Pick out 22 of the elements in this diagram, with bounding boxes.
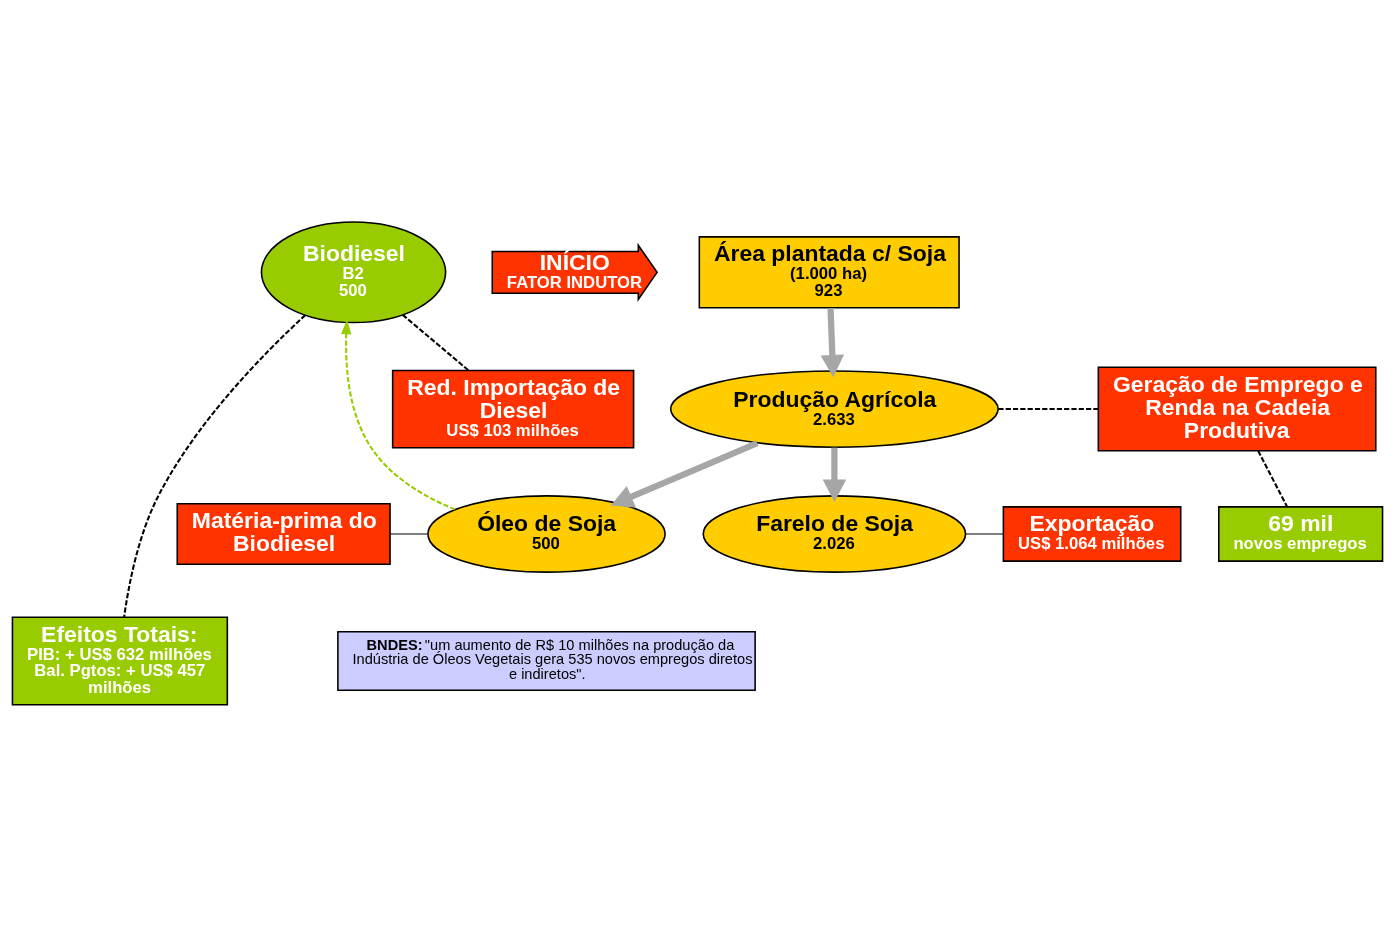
node-box: 69 mil novos empregos [1218, 506, 1384, 562]
node-ellipse: Óleo de Soja 500 [427, 495, 666, 573]
node-box: Efeitos Totais: PIB: + US$ 632 milhões Bal. Pgtos: + US$ 457 milhões [11, 616, 229, 706]
arrow [341, 319, 456, 511]
node-box: Matéria-prima do Biodiesel [176, 502, 391, 566]
node-box: Red. Importação de Diesel US$ 103 milhões [391, 369, 635, 449]
connector [402, 314, 470, 372]
node-ellipse: Biodiesel B2 500 [260, 221, 447, 324]
connector [965, 533, 1004, 535]
node-box: BNDES: "um aumento de R$ 10 milhões na produção da Indústria de Óleos Vegetais gera 535 novos empregos diretos e indiretos". [337, 631, 756, 691]
node-ellipse: Farelo de Soja 2.026 [702, 495, 967, 573]
connector [1257, 450, 1289, 508]
node-box: Geração de Emprego e Renda na Cadeia Produtiva [1097, 366, 1377, 452]
connector [389, 533, 429, 535]
connector [123, 314, 306, 618]
arrow [610, 440, 759, 508]
node-ellipse: Produção Agrícola 2.633 [669, 370, 999, 448]
arrow [822, 447, 847, 502]
connector [998, 408, 1099, 411]
arrow [820, 307, 845, 378]
node-box: Exportação US$ 1.064 milhões [1002, 506, 1182, 562]
node-box: Área plantada c/ Soja (1.000 ha) 923 [698, 236, 960, 309]
